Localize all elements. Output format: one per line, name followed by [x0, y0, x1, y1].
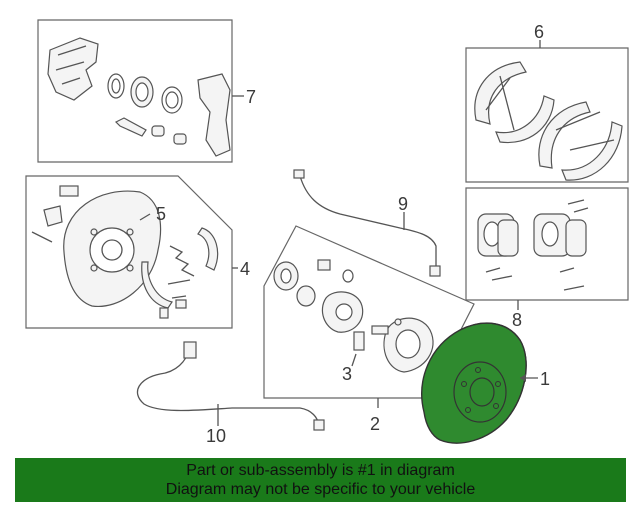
brake-pads-group	[465, 187, 629, 310]
callout-8: 8	[512, 310, 522, 330]
callout-3: 3	[342, 364, 352, 384]
callout-4: 4	[240, 259, 250, 279]
brake-rotor-highlighted	[421, 322, 538, 444]
callout-2: 2	[370, 414, 380, 434]
callout-1: 1	[540, 369, 550, 389]
callout-9: 9	[398, 194, 408, 214]
backing-plate-group	[25, 175, 238, 329]
diagram-footer-banner: Part or sub-assembly is #1 in diagram Di…	[15, 458, 626, 502]
abs-sensor-wire	[136, 341, 325, 431]
footer-line-1: Part or sub-assembly is #1 in diagram	[186, 462, 455, 479]
hub-assembly-group	[263, 225, 475, 408]
callout-5: 5	[156, 204, 166, 224]
callout-6: 6	[534, 22, 544, 42]
brake-hose	[293, 169, 441, 277]
callout-10: 10	[206, 426, 226, 446]
footer-line-2: Diagram may not be specific to your vehi…	[165, 481, 476, 498]
callout-7: 7	[246, 87, 256, 107]
parking-brake-shoes-group	[465, 40, 629, 183]
caliper-assembly-group	[37, 19, 244, 163]
